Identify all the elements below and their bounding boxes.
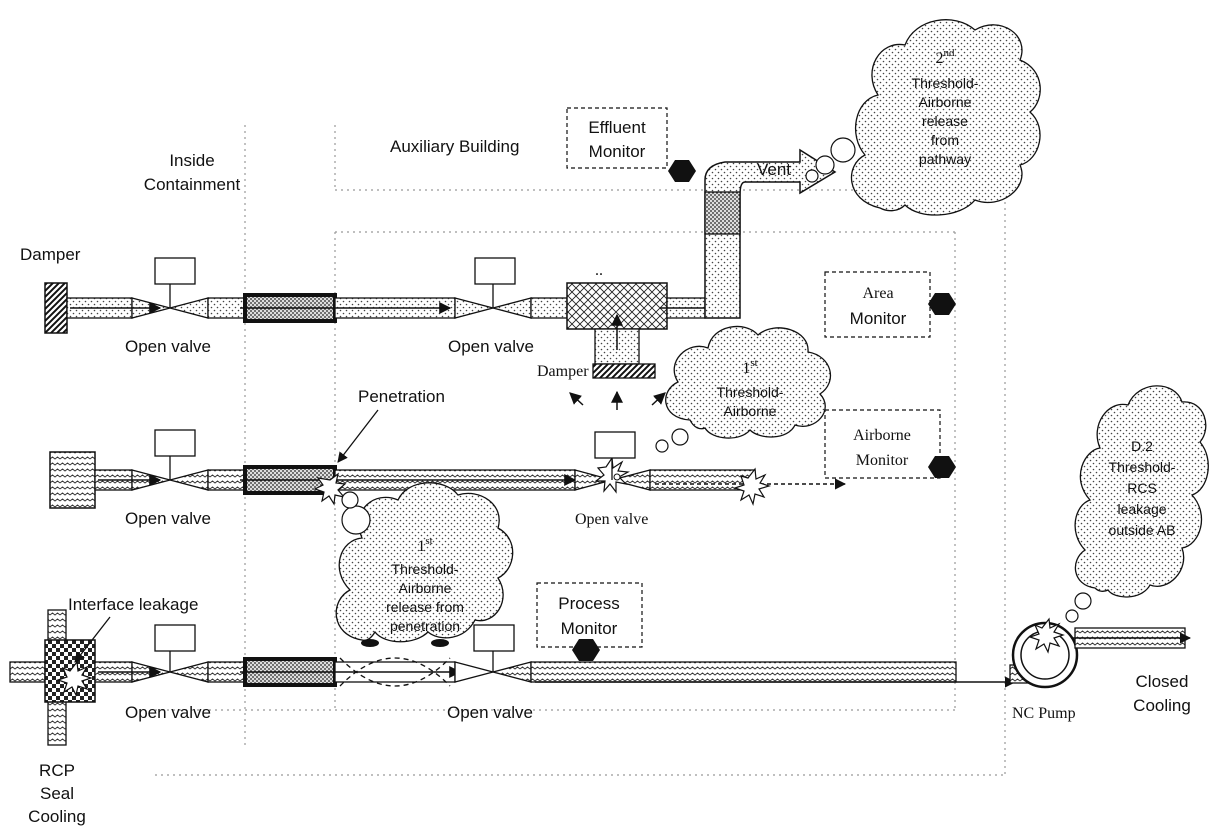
closed-cooling-label-line2: Cooling	[1133, 696, 1191, 715]
airborne-monitor: Airborne Monitor	[824, 409, 956, 479]
row3-left-valve-label: Open valve	[125, 703, 211, 722]
row2-right-valve-label: Open valve	[575, 511, 648, 528]
row1-left-valve[interactable]	[154, 257, 196, 308]
effluent-monitor-label-line1: Effluent	[588, 118, 646, 137]
rcp-seal-cooling-label-line3: Cooling	[28, 807, 86, 826]
row1-right-valve[interactable]	[474, 257, 516, 308]
vent-label: Vent	[757, 160, 791, 179]
vent-stack	[704, 148, 837, 319]
first-threshold-penetration-line4: release from	[386, 599, 464, 615]
first-threshold-penetration-line5: penetration	[390, 618, 460, 634]
penetration-label: Penetration	[358, 387, 445, 406]
process-monitor: Process Monitor	[536, 582, 643, 661]
row1-line: ..	[44, 262, 720, 410]
second-threshold-line6: pathway	[919, 151, 971, 167]
row1-damper-label: Damper	[20, 245, 81, 264]
d2-threshold-line2: Threshold-	[1109, 459, 1176, 475]
second-threshold-line5: from	[931, 132, 959, 148]
effluent-monitor-label-line2: Monitor	[589, 142, 646, 161]
area-monitor: Area Monitor	[824, 271, 956, 338]
d2-threshold-line1: D.2	[1131, 438, 1153, 454]
process-monitor-label-line1: Process	[558, 594, 619, 613]
d2-threshold-line3: RCS	[1127, 480, 1157, 496]
svg-text:..: ..	[595, 262, 603, 279]
second-threshold-line3: Airborne	[919, 94, 972, 110]
rcp-seal-cooling-label-line1: RCP	[39, 761, 75, 780]
svg-text:1st: 1st	[417, 535, 432, 555]
inside-containment-label-line1: Inside	[169, 151, 214, 170]
airborne-monitor-label-line1: Airborne	[853, 427, 911, 444]
row3-line	[9, 609, 1192, 746]
interface-leak-burst-icon	[56, 660, 93, 697]
interface-leakage-label: Interface leakage	[68, 595, 198, 614]
first-threshold-airborne-superscript: st	[750, 357, 757, 369]
row1-inlet-damper-icon	[592, 363, 656, 379]
row1-inlet-damper-label: Damper	[537, 363, 589, 380]
svg-text:1st: 1st	[742, 357, 757, 377]
first-threshold-penetration-superscript: st	[425, 535, 432, 547]
effluent-monitor-sensor-icon	[668, 160, 696, 182]
area-monitor-label-line1: Area	[862, 285, 893, 302]
row1-damper-icon	[44, 282, 68, 334]
row2-pipe-leak-burst-icon	[733, 467, 771, 506]
row2-tank-icon	[49, 451, 96, 509]
area-monitor-label-line2: Monitor	[850, 309, 907, 328]
first-threshold-airborne-line3: Airborne	[724, 403, 777, 419]
second-threshold-line4: release	[922, 113, 968, 129]
closed-cooling-label-line1: Closed	[1136, 672, 1189, 691]
airborne-monitor-label-line2: Monitor	[856, 452, 909, 469]
inside-containment-label-line2: Containment	[144, 175, 241, 194]
row2-right-valve[interactable]	[594, 431, 636, 480]
row3-right-valve-label: Open valve	[447, 703, 533, 722]
process-monitor-sensor-icon	[572, 639, 600, 661]
pump-leak-burst-icon	[1028, 617, 1065, 654]
d2-threshold-cloud: D.2 Threshold- RCS leakage outside AB	[1065, 385, 1209, 623]
row1-right-valve-label: Open valve	[448, 337, 534, 356]
interface-leakage-pointer	[74, 616, 111, 663]
effluent-monitor: Effluent Monitor	[566, 107, 696, 182]
first-threshold-penetration-line1: 1	[417, 538, 425, 555]
row3-right-valve[interactable]	[473, 624, 515, 672]
row1-left-valve-label: Open valve	[125, 337, 211, 356]
first-threshold-penetration-line2: Threshold-	[392, 561, 459, 577]
first-threshold-airborne-cloud: 1st Threshold- Airborne	[655, 325, 831, 453]
row2-left-valve[interactable]	[154, 429, 196, 480]
second-threshold-line1: 2	[936, 50, 944, 67]
svg-text:2nd: 2nd	[936, 47, 956, 67]
first-threshold-penetration-line3: Airborne	[399, 580, 452, 596]
second-threshold-line2: Threshold-	[912, 75, 979, 91]
first-threshold-penetration-cloud: 1st Threshold- Airborne release from pen…	[335, 482, 514, 643]
nc-pump-label: NC Pump	[1012, 705, 1076, 722]
penetration-leak-burst-icon	[313, 472, 347, 506]
airborne-monitor-sensor-icon	[928, 456, 956, 478]
first-threshold-airborne-line1: 1	[742, 360, 750, 377]
rcp-seal-cooling-label-line2: Seal	[40, 784, 74, 803]
area-monitor-sensor-icon	[928, 293, 956, 315]
second-threshold-cloud: 2nd Threshold- Airborne release from pat…	[805, 19, 1041, 216]
row3-left-valve[interactable]	[154, 624, 196, 672]
d2-threshold-line5: outside AB	[1109, 522, 1176, 538]
d2-threshold-line4: leakage	[1117, 501, 1166, 517]
penetration-pointer	[337, 409, 379, 463]
first-threshold-airborne-line2: Threshold-	[717, 384, 784, 400]
second-threshold-superscript: nd	[944, 47, 956, 59]
auxiliary-building-label: Auxiliary Building	[390, 137, 519, 156]
row2-left-valve-label: Open valve	[125, 509, 211, 528]
process-monitor-label-line2: Monitor	[561, 619, 618, 638]
